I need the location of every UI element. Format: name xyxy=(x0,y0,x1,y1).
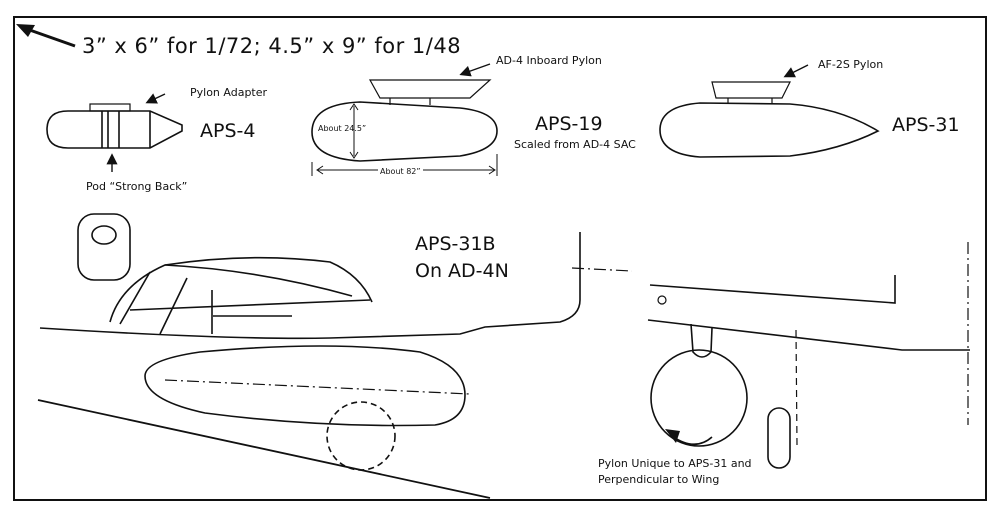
aps19-height-label: About 24.5” xyxy=(318,124,367,133)
aps31-round-pod xyxy=(650,349,748,447)
aps31b-subtitle: On AD-4N xyxy=(415,260,509,282)
aps31-pylon-arrow xyxy=(783,64,809,78)
aps19-subtitle: Scaled from AD-4 SAC xyxy=(514,138,636,151)
pylon-note-line1: Pylon Unique to APS-31 and xyxy=(598,457,752,470)
aps31-edge-pod xyxy=(767,407,791,469)
perp-pylon xyxy=(690,323,713,358)
aps4-pod xyxy=(46,103,183,149)
scale-arrow xyxy=(23,26,76,48)
pod-centerline xyxy=(164,379,471,395)
pylon-note-line2: Perpendicular to Wing xyxy=(598,473,720,486)
scale-note: 3” x 6” for 1/72; 4.5” x 9” for 1/48 xyxy=(82,34,462,58)
aps31-pod xyxy=(659,102,880,158)
right-wing-lower xyxy=(647,319,970,351)
fuselage-line xyxy=(39,232,581,340)
aps31b-title: APS-31B xyxy=(415,233,496,255)
aps31-title: APS-31 xyxy=(892,114,960,136)
aircraft-window xyxy=(77,213,131,281)
pylon-adapter-label: Pylon Adapter xyxy=(190,86,268,99)
border-frame xyxy=(13,16,987,501)
canopy xyxy=(109,256,373,335)
aps19-pylon xyxy=(368,79,492,105)
wing-edge xyxy=(37,399,491,499)
aps4-title: APS-4 xyxy=(200,120,256,142)
aps31-pylon xyxy=(711,81,791,104)
aps19-length-label: About 82” xyxy=(378,167,423,176)
aps19-pod xyxy=(311,101,498,162)
rotation-arrow xyxy=(671,435,713,446)
upper-centerline xyxy=(571,267,633,272)
aps19-pylon-arrow xyxy=(459,63,491,77)
wheel-dashed xyxy=(326,401,396,471)
mid-vertical-dashed xyxy=(795,329,798,446)
strong-back-label: Pod “Strong Back” xyxy=(86,180,188,193)
pylon-adapter-arrow xyxy=(145,93,166,104)
aps19-title: APS-19 xyxy=(535,113,603,135)
aps31-pylon-label: AF-2S Pylon xyxy=(818,58,884,71)
aps31b-pod xyxy=(144,345,466,427)
aps19-pylon-label: AD-4 Inboard Pylon xyxy=(496,54,602,67)
right-wing-upper xyxy=(649,275,896,304)
